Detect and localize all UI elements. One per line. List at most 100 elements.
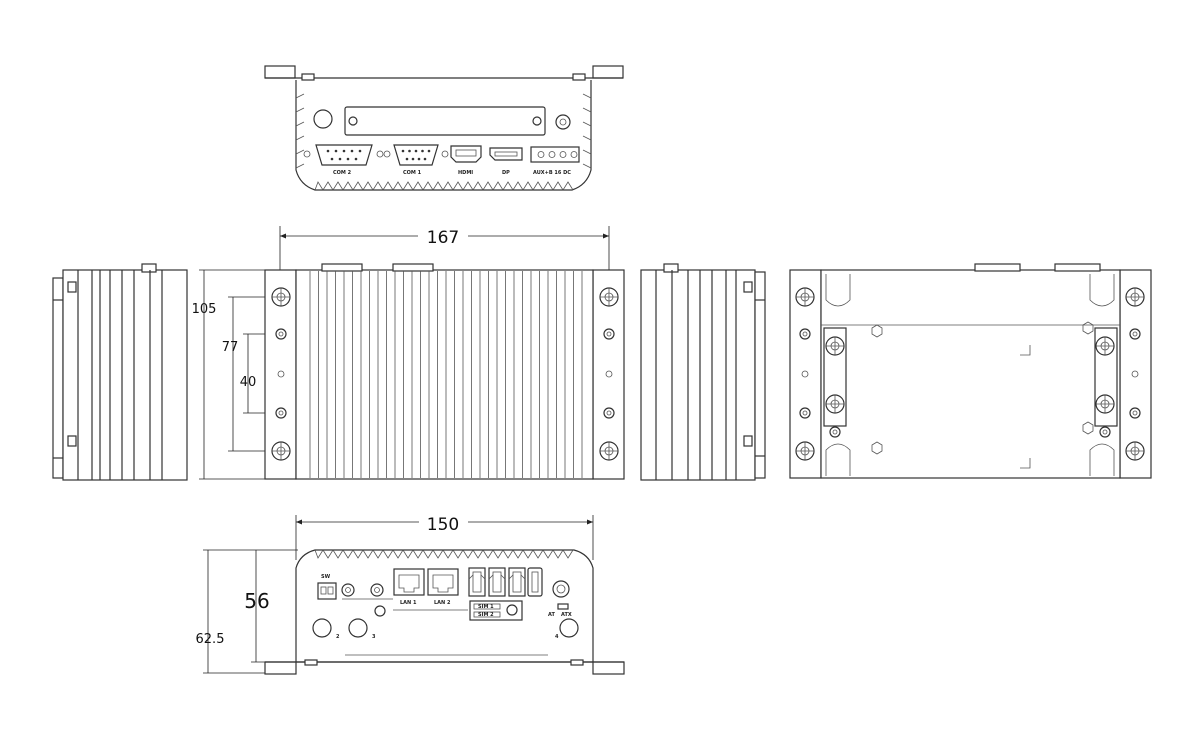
lan2-port	[427, 568, 459, 596]
bracket-mount-hole	[1126, 442, 1144, 460]
db9-pin	[330, 157, 334, 161]
dim-label-40: 40	[240, 375, 257, 390]
db9-pin	[350, 149, 354, 153]
dim-label-167: 167	[427, 228, 459, 248]
bracket-center-hole	[277, 370, 285, 378]
bracket-screw-hole	[606, 410, 612, 416]
plate-screw	[1096, 395, 1114, 413]
bracket-screw-hole	[1132, 331, 1138, 337]
rear-bottom-fins	[314, 181, 574, 191]
usb-port-latch	[508, 574, 526, 580]
bracket-screw-hole	[606, 331, 612, 337]
bracket-screw-hole	[1132, 410, 1138, 416]
rear-side-fins-right	[582, 93, 592, 169]
antenna-hole	[313, 109, 333, 129]
label-lan2: LAN 2	[434, 600, 451, 606]
com2-port	[303, 144, 384, 166]
com1-port	[383, 144, 449, 166]
dim-label-105: 105	[192, 302, 217, 317]
dim-label-77: 77	[222, 340, 239, 355]
cover-screw-icon	[532, 116, 542, 126]
db9-pin	[417, 157, 421, 161]
right-side-view	[640, 263, 766, 481]
db9-pin	[338, 157, 342, 161]
label-com1: COM 1	[403, 170, 422, 176]
power-button	[552, 580, 570, 598]
bracket-mount-hole	[1126, 288, 1144, 306]
top-view: 105 77 40	[192, 263, 625, 480]
antenna-hole-4	[559, 618, 579, 638]
rear-fin-line	[314, 181, 574, 191]
usb-port-tongue	[512, 571, 522, 593]
db9-pin	[401, 149, 405, 153]
front-panel-view: 62.5 56 SW	[196, 549, 625, 675]
bracket-mount-hole	[272, 288, 290, 306]
label-antenna-3: 3	[372, 634, 376, 640]
bracket-screw-hole	[278, 410, 284, 416]
bracket-screw-hole	[799, 407, 811, 419]
dim-label-56: 56	[244, 589, 269, 613]
db9-pin	[421, 149, 424, 153]
label-atx: ATX	[561, 612, 572, 618]
at-atx-switch	[557, 603, 569, 610]
bracket-center-hole	[801, 370, 809, 378]
db9-pin	[411, 157, 415, 161]
label-at: AT	[548, 612, 555, 618]
plate-hole	[1099, 426, 1111, 438]
db9-pin	[408, 149, 411, 153]
power-switch-terminal	[317, 582, 337, 600]
bracket-screw-hole	[1129, 407, 1141, 419]
db9-pin	[358, 149, 362, 153]
db9-pin	[405, 157, 409, 161]
bracket-screw-hole	[802, 410, 808, 416]
plate-screw	[826, 337, 844, 355]
bracket-screw-hole	[603, 407, 615, 419]
cover-screw-icon	[348, 116, 358, 126]
label-lan1: LAN 1	[400, 600, 417, 606]
db9-pin	[423, 157, 427, 161]
bracket-center-hole	[1131, 370, 1139, 378]
bracket-screw-hole	[603, 328, 615, 340]
plate-hole	[1102, 429, 1108, 435]
left-side-view	[52, 263, 188, 481]
bracket-mount-hole	[796, 442, 814, 460]
expansion-cover-plate	[344, 106, 546, 136]
bracket-mount-hole	[600, 288, 618, 306]
usb-port-latch	[468, 574, 486, 580]
db9-pin	[342, 149, 346, 153]
front-fin-line	[314, 549, 574, 559]
db9-pin	[326, 149, 330, 153]
plate-hole	[829, 426, 841, 438]
label-antenna-4: 4	[555, 634, 559, 640]
label-hdmi: HDMI	[458, 170, 473, 176]
usb-port-tongue	[472, 571, 482, 593]
antenna-hole-2	[312, 618, 332, 638]
label-com2: COM 2	[333, 170, 352, 176]
plate-screw	[826, 395, 844, 413]
db9-pin	[354, 157, 358, 161]
label-antenna-2: 2	[336, 634, 340, 640]
bracket-mount-hole	[272, 442, 290, 460]
db9-pin	[427, 149, 431, 153]
reset-button	[374, 605, 386, 617]
hdmi-port	[450, 145, 482, 163]
bracket-screw-hole	[275, 407, 287, 419]
dimension-150: 150	[295, 515, 594, 560]
plate-hole	[832, 429, 838, 435]
label-dp: DP	[502, 170, 510, 176]
label-sim2: SIM 2	[478, 612, 494, 618]
bracket-screw-hole	[799, 328, 811, 340]
db9-pin	[346, 157, 350, 161]
usb-port-tongue	[492, 571, 502, 593]
bracket-center-hole	[605, 370, 613, 378]
bracket-screw-hole	[275, 328, 287, 340]
sim-slots	[469, 600, 523, 621]
dimension-167: 167	[279, 226, 610, 272]
ground-screw-icon	[555, 114, 571, 130]
dim-label-150: 150	[427, 515, 459, 535]
bracket-screw-hole	[802, 331, 808, 337]
bracket-screw-hole	[1129, 328, 1141, 340]
bracket-mount-hole	[796, 288, 814, 306]
db9-pin	[334, 149, 338, 153]
